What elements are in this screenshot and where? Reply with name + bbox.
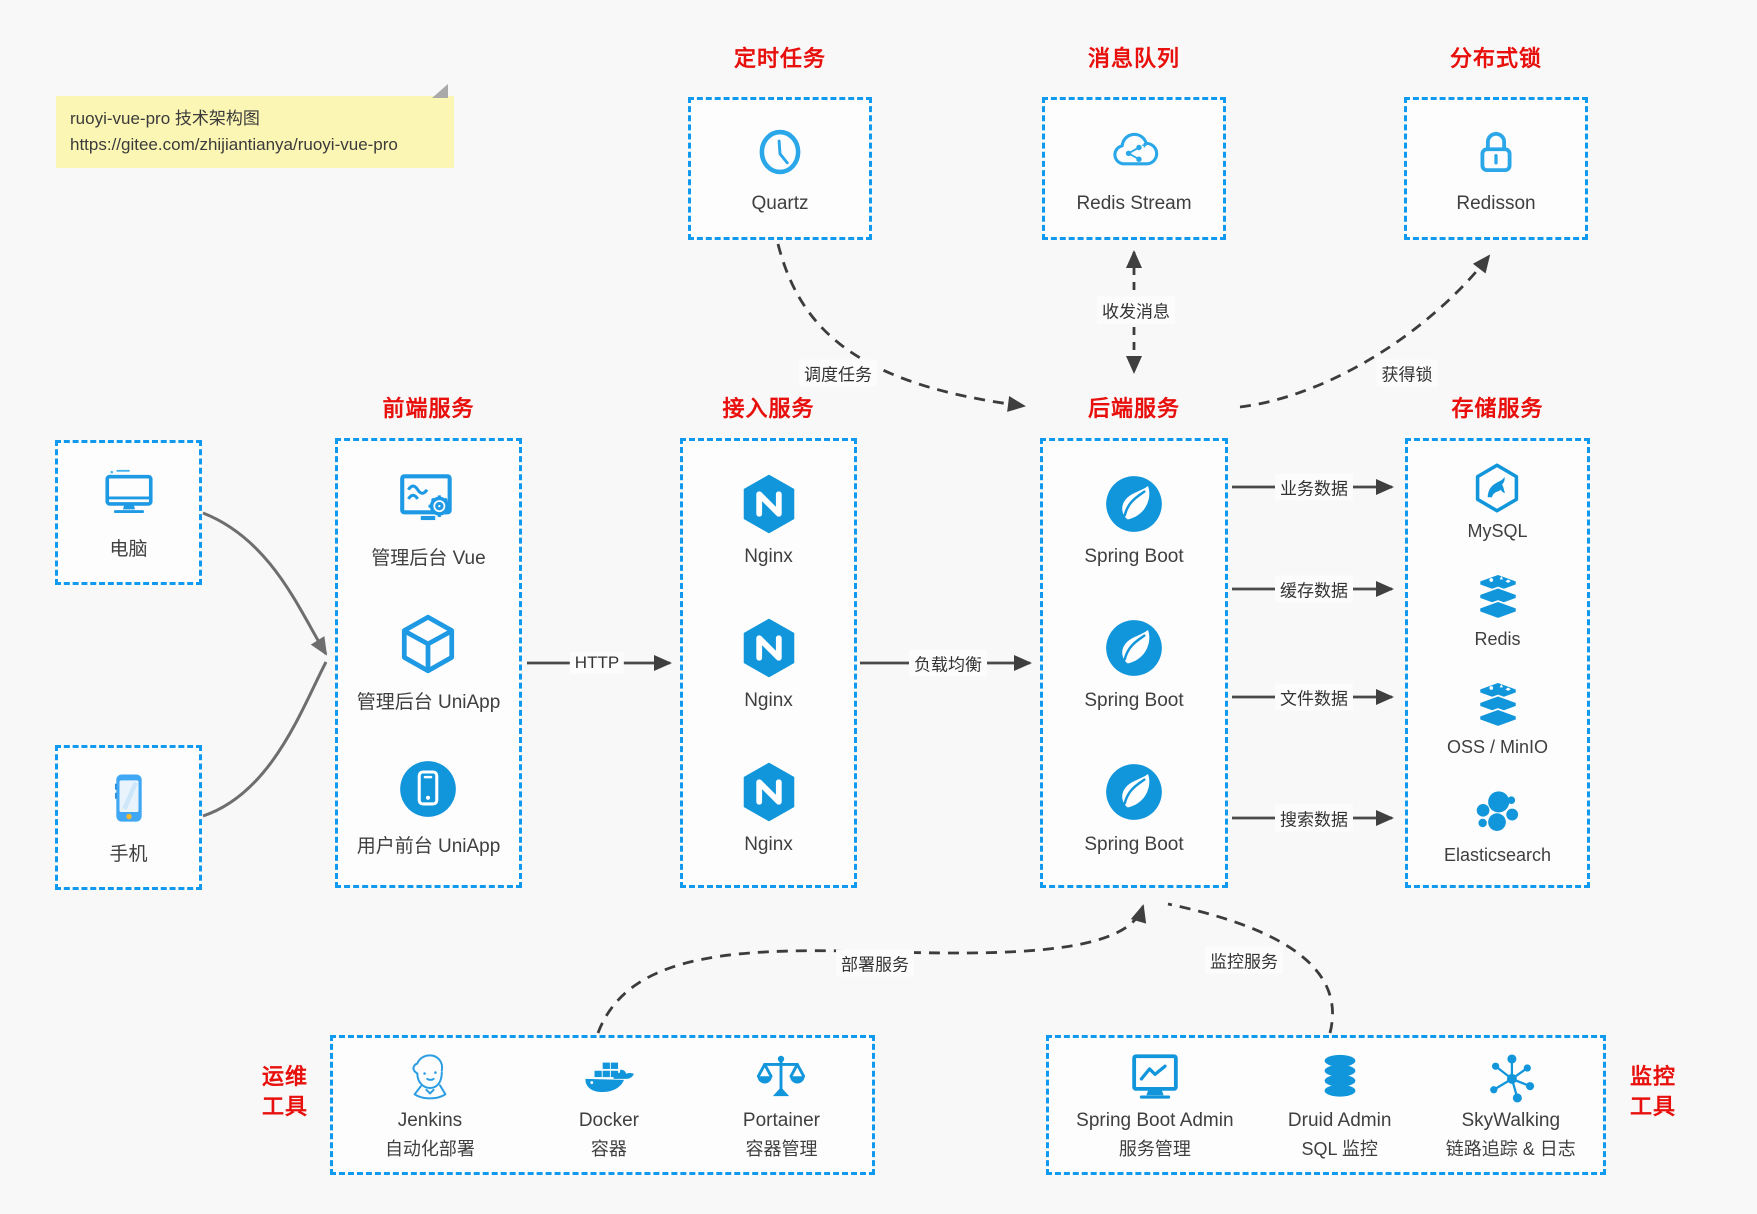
node-user-uniapp: 用户前台 UniApp <box>357 756 500 858</box>
druid-icon <box>1311 1049 1369 1107</box>
box-phone-client: 手机 <box>55 745 202 890</box>
tool-skywalking: SkyWalking 链路追踪 & 日志 <box>1446 1049 1576 1161</box>
edge-label-message: 收发消息 <box>1097 296 1175 324</box>
spring-boot-icon <box>1101 615 1167 681</box>
elasticsearch-icon <box>1470 785 1524 839</box>
edge-label-acquire-lock: 获得锁 <box>1376 359 1438 387</box>
lock-icon <box>1467 123 1525 181</box>
tool-druid-admin: Druid Admin SQL 监控 <box>1288 1049 1391 1161</box>
edge-label-monitor: 监控服务 <box>1205 946 1283 974</box>
edge-acquire-lock <box>1239 254 1491 409</box>
docker-icon <box>580 1049 638 1107</box>
edge-label-business-data: 业务数据 <box>1275 473 1353 501</box>
edge-label-file-data: 文件数据 <box>1275 683 1353 711</box>
edge-label-search-data: 搜索数据 <box>1275 804 1353 832</box>
object-storage-icon <box>1471 677 1525 731</box>
edge-label-load-balance: 负载均衡 <box>909 649 987 677</box>
node-spring-boot-3: Spring Boot <box>1084 759 1184 856</box>
box-devops-tools: Jenkins 自动化部署 Docker 容器 Portainer 容器管理 <box>330 1035 875 1175</box>
tool-jenkins: Jenkins 自动化部署 <box>385 1049 475 1161</box>
folded-corner-icon <box>432 84 448 98</box>
node-nginx-3: Nginx <box>736 759 802 856</box>
node-label-pc: 电脑 <box>109 539 148 560</box>
mobile-icon <box>100 769 158 827</box>
node-admin-uniapp: 管理后台 UniApp <box>357 612 500 714</box>
node-nginx-1: Nginx <box>736 471 802 568</box>
group-title-scheduled-job: 定时任务 <box>733 46 826 71</box>
mysql-icon <box>1470 461 1524 515</box>
box-gateway-services: Nginx Nginx Nginx <box>680 438 857 888</box>
spring-boot-icon <box>1101 759 1167 825</box>
node-label-phone: 手机 <box>109 844 148 865</box>
edge-label-deploy: 部署服务 <box>836 949 914 977</box>
box-redis-stream: Redis Stream <box>1042 97 1226 240</box>
edge-label-schedule: 调度任务 <box>799 359 877 387</box>
node-elasticsearch: Elasticsearch <box>1444 785 1551 866</box>
clock-icon <box>751 123 809 181</box>
box-quartz: Quartz <box>688 97 872 240</box>
uniapp-cube-icon <box>395 612 461 678</box>
node-admin-vue: 管理后台 Vue <box>371 468 486 570</box>
node-nginx-2: Nginx <box>736 615 802 712</box>
tool-docker: Docker 容器 <box>579 1049 639 1161</box>
tool-portainer: Portainer 容器管理 <box>743 1049 820 1161</box>
sticky-note: ruoyi-vue-pro 技术架构图 https://gitee.com/zh… <box>56 84 454 168</box>
box-redisson: Redisson <box>1404 97 1588 240</box>
nginx-icon <box>736 759 802 825</box>
group-title-backend: 后端服务 <box>1087 396 1180 421</box>
redis-icon <box>1471 569 1525 623</box>
edge-label-http: HTTP <box>569 652 625 674</box>
node-spring-boot-2: Spring Boot <box>1084 615 1184 712</box>
box-pc-client: 电脑 <box>55 440 202 585</box>
group-title-frontend: 前端服务 <box>382 396 475 421</box>
node-label-quartz: Quartz <box>751 192 809 214</box>
group-title-message-queue: 消息队列 <box>1087 46 1180 71</box>
desktop-icon <box>100 464 158 522</box>
node-object-storage: OSS / MinIO <box>1447 677 1548 758</box>
note-url: https://gitee.com/zhijiantianya/ruoyi-vu… <box>70 135 398 154</box>
group-title-distributed-lock: 分布式锁 <box>1449 46 1542 71</box>
edge-pc-frontend <box>202 511 328 656</box>
group-title-storage: 存储服务 <box>1451 396 1544 421</box>
spring-boot-icon <box>1101 471 1167 537</box>
nginx-icon <box>736 615 802 681</box>
tool-spring-boot-admin: Spring Boot Admin 服务管理 <box>1076 1049 1234 1161</box>
box-monitoring-tools: Spring Boot Admin 服务管理 Druid Admin SQL 监… <box>1046 1035 1606 1175</box>
note-title: ruoyi-vue-pro 技术架构图 <box>70 109 260 128</box>
jenkins-icon <box>401 1049 459 1107</box>
user-app-icon <box>395 756 461 822</box>
node-label-redis-stream: Redis Stream <box>1076 192 1192 214</box>
edge-label-cache-data: 缓存数据 <box>1275 575 1353 603</box>
group-title-monitoring: 监控 工具 <box>1629 1064 1676 1119</box>
box-backend-services: Spring Boot Spring Boot Spring Boot <box>1040 438 1228 888</box>
group-title-devops: 运维 工具 <box>261 1064 308 1119</box>
box-storage-services: MySQL Redis OSS / MinIO Elasticsearch <box>1405 438 1590 888</box>
node-mysql: MySQL <box>1467 461 1528 542</box>
admin-vue-icon <box>395 468 461 534</box>
skywalking-icon <box>1482 1049 1540 1107</box>
node-label-redisson: Redisson <box>1456 192 1536 214</box>
cloud-message-icon <box>1105 123 1163 181</box>
box-frontend-services: 管理后台 Vue 管理后台 UniApp 用户前台 UniApp <box>335 438 522 888</box>
group-title-gateway: 接入服务 <box>722 396 815 421</box>
node-redis: Redis <box>1471 569 1525 650</box>
node-spring-boot-1: Spring Boot <box>1084 471 1184 568</box>
spring-boot-admin-icon <box>1126 1049 1184 1107</box>
portainer-icon <box>752 1049 810 1107</box>
nginx-icon <box>736 471 802 537</box>
edge-phone-frontend <box>202 661 328 818</box>
